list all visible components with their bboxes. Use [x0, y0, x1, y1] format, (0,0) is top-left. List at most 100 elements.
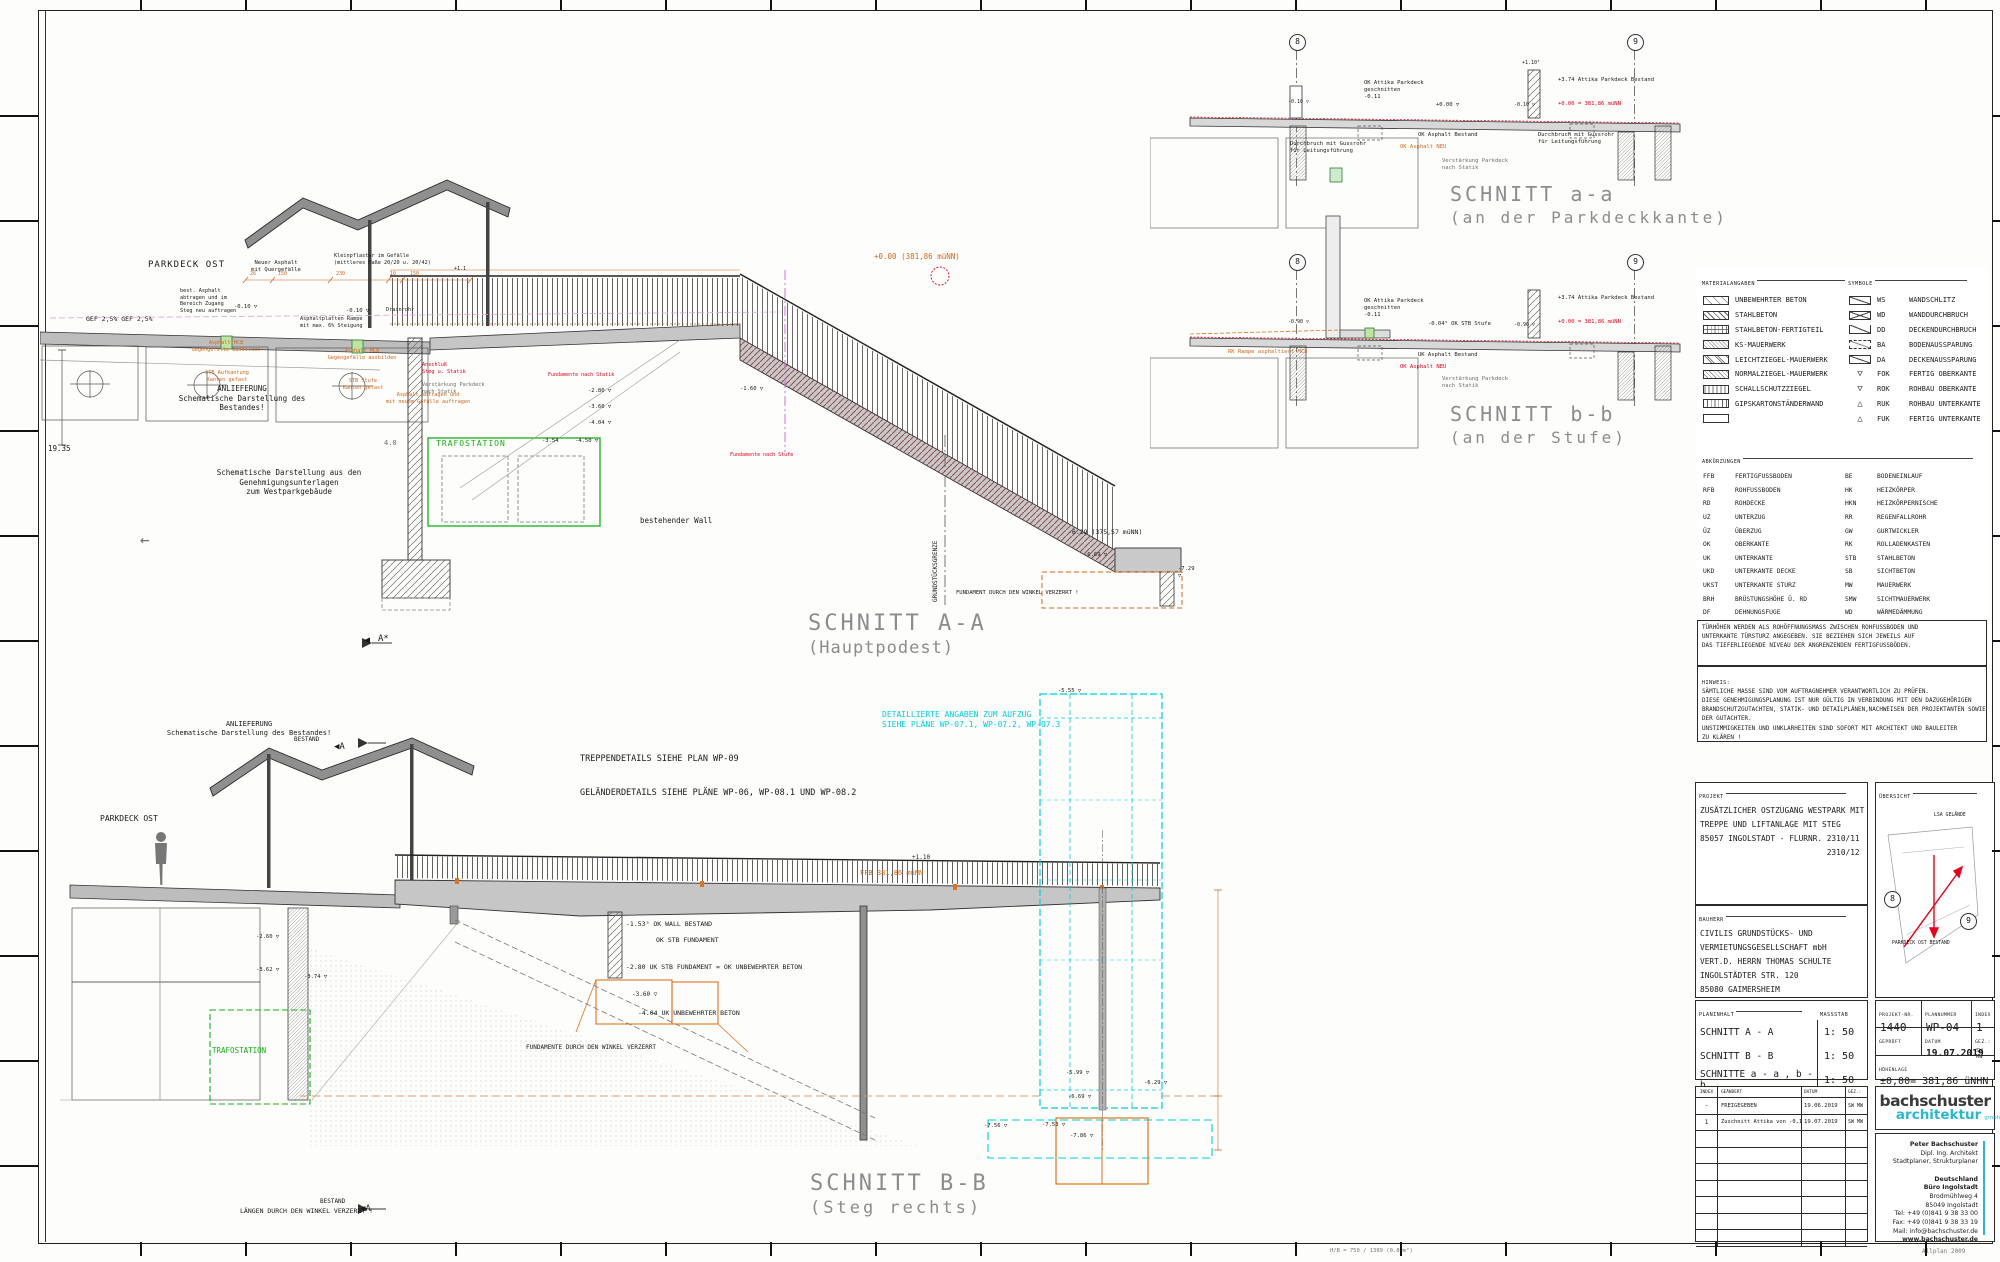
materials-title: MATERIALANGABEN — [1702, 281, 1755, 287]
annotation: Verstärkung Parkdeck nach Statik — [1442, 158, 1509, 172]
annotation: RK Rampe asphaltiert MC8 — [1228, 349, 1308, 355]
plannummer-label: PLANNUMMER — [1925, 1013, 1957, 1018]
plan-scale: 1: 50 — [1817, 1020, 1867, 1044]
note-line: 85080 GAIMERSHEIM — [1700, 985, 1780, 995]
box-x-icon — [1849, 310, 1871, 320]
section-title: (Steg rechts) — [810, 1198, 983, 1218]
edge-tick — [560, 1242, 562, 1256]
edge-tick — [1992, 640, 2000, 642]
abbrev-label: BODENEINLAUF — [1877, 473, 1923, 481]
abbrev-row: UZ UNTERZUG — [1703, 511, 1831, 525]
revision-cell — [1718, 1131, 1801, 1147]
abbrev-label: MAUERWERK — [1877, 582, 1912, 590]
annotation: ◀A — [360, 1204, 371, 1214]
edge-tick — [1992, 745, 2000, 747]
annotation: -1.53⁵ OK WALL BESTAND — [626, 920, 713, 928]
annotation: OK Asphalt NEU — [1400, 144, 1447, 150]
edge-tick — [1610, 0, 1612, 10]
revision-cell — [1696, 1131, 1718, 1147]
material-swatch — [1703, 340, 1729, 350]
material-row: STAHLBETON-FERTIGTEIL — [1703, 323, 1845, 338]
abbrev-code: RFB — [1703, 486, 1715, 494]
plan-name: SCHNITTE a - a , b - b — [1700, 1069, 1813, 1091]
edge-tick — [1820, 1242, 1822, 1256]
material-swatch — [1703, 310, 1729, 320]
logo-sub: gmbh — [1984, 1115, 2000, 1121]
door-height-note: TÜRHÖHEN WERDEN ALS ROHÖFFNUNGSMASS ZWIS… — [1697, 620, 1987, 666]
box-open-icon — [1849, 325, 1871, 335]
annotation: 4.0 — [384, 439, 397, 447]
material-swatch — [1703, 355, 1729, 365]
symbol-code: FUK — [1877, 414, 1890, 423]
revision-cell — [1718, 1214, 1801, 1230]
rev-header-date: DATUM — [1801, 1087, 1845, 1097]
rev-header-text: GEÄNDERT — [1721, 1089, 1743, 1095]
plan-scale: 1: 50 — [1817, 1068, 1867, 1092]
symbol-code: BA — [1877, 340, 1886, 349]
edge-tick — [875, 0, 877, 10]
annotation: OK Asphalt Bestand — [1418, 132, 1478, 138]
architect-line: Büro Ingolstadt — [1923, 1184, 1978, 1192]
note-line: BRANDSCHUTZGUTACHTEN, STATIK- UND DETAIL… — [1702, 707, 1986, 714]
material-row: SCHALLSCHUTZZIEGEL — [1703, 382, 1845, 397]
revision-row — [1696, 1230, 1867, 1247]
abbrev-label: UNTERZUG — [1735, 514, 1766, 522]
material-row: NORMALZIEGEL-MAUERWERK — [1703, 367, 1845, 382]
abbrev-label: ÜBERZUG — [1735, 527, 1762, 535]
annotation: ← — [140, 530, 150, 549]
abbrev-code: OK — [1703, 541, 1711, 549]
material-label: STAHLBETON — [1735, 311, 1778, 320]
annotation: STB Stufe Kanten gefast — [342, 378, 384, 391]
abbrev-label: OBERKANTE — [1735, 541, 1770, 549]
material-row: LEICHTZIEGEL-MAUERWERK — [1703, 352, 1845, 367]
annotation: 230 — [336, 271, 346, 277]
symbol-label: WANDDURCHBRUCH — [1909, 311, 1969, 320]
edge-tick — [665, 1242, 667, 1256]
axis-bubble: 8 — [1289, 254, 1306, 271]
architect-line: Brodmühlweg 4 — [1929, 1193, 1978, 1201]
plan-scale: 1: 50 — [1817, 1044, 1867, 1068]
abbrev-code: UKST — [1703, 582, 1719, 590]
revision-cell — [1801, 1131, 1845, 1147]
edge-tick — [770, 0, 772, 10]
abbrev-code: RD — [1703, 500, 1711, 508]
abbrev-code: UZ — [1703, 514, 1711, 522]
annotation: +1.10⁵ — [1522, 60, 1541, 66]
annotation: -4.04 UK UNBEWEHRTER BETON — [638, 1009, 740, 1017]
revision-cell — [1696, 1197, 1718, 1213]
annotation: TREPPENDETAILS SIEHE PLAN WP-09 — [580, 754, 739, 764]
edge-tick — [1610, 1242, 1612, 1256]
abbrev-code: SB — [1845, 568, 1853, 576]
symbol-row: BA BODENAUSSPARUNG — [1849, 337, 1981, 352]
axis-bubble: 9 — [1960, 913, 1977, 930]
annotation: Asphalt abtragen und mit neuem Gefälle a… — [385, 392, 471, 405]
annotation: -0.10 ▽ — [346, 308, 370, 314]
edge-tick — [0, 955, 38, 957]
revision-cell — [1718, 1181, 1801, 1197]
symbol-code: RUK — [1877, 399, 1890, 408]
edge-tick — [1085, 1242, 1087, 1256]
revision-cell — [1801, 1230, 1845, 1246]
annotation: FUNDAMENTE DURCH DEN WINKEL VERZERRT — [526, 1044, 657, 1051]
annotation: OK Attika Parkdeck geschnitten -0.11 — [1364, 80, 1424, 101]
abbrev-code: ÜZ — [1703, 527, 1711, 535]
symbol-label: BODENAUSSPARUNG — [1909, 340, 1973, 349]
revision-cell — [1696, 1213, 1718, 1229]
axis-bubble: 8 — [1884, 891, 1901, 908]
symbol-code: DA — [1877, 355, 1886, 364]
architect-line — [1880, 1167, 1978, 1176]
annotation: ◀A — [334, 742, 345, 752]
uebersicht-label: ÜBERSICHT — [1879, 794, 1911, 800]
annotation: Kleinpflaster im Gefälle (mittleres Maße… — [334, 253, 431, 266]
annotation: Durchbruch mit Gussrohr für Leitungsführ… — [1538, 132, 1615, 146]
abbrev-code: UKD — [1703, 568, 1715, 576]
edge-tick — [980, 1242, 982, 1256]
annotation: DETAILLIERTE ANGABEN ZUM AUFZUG SIEHE PL… — [882, 710, 1061, 730]
